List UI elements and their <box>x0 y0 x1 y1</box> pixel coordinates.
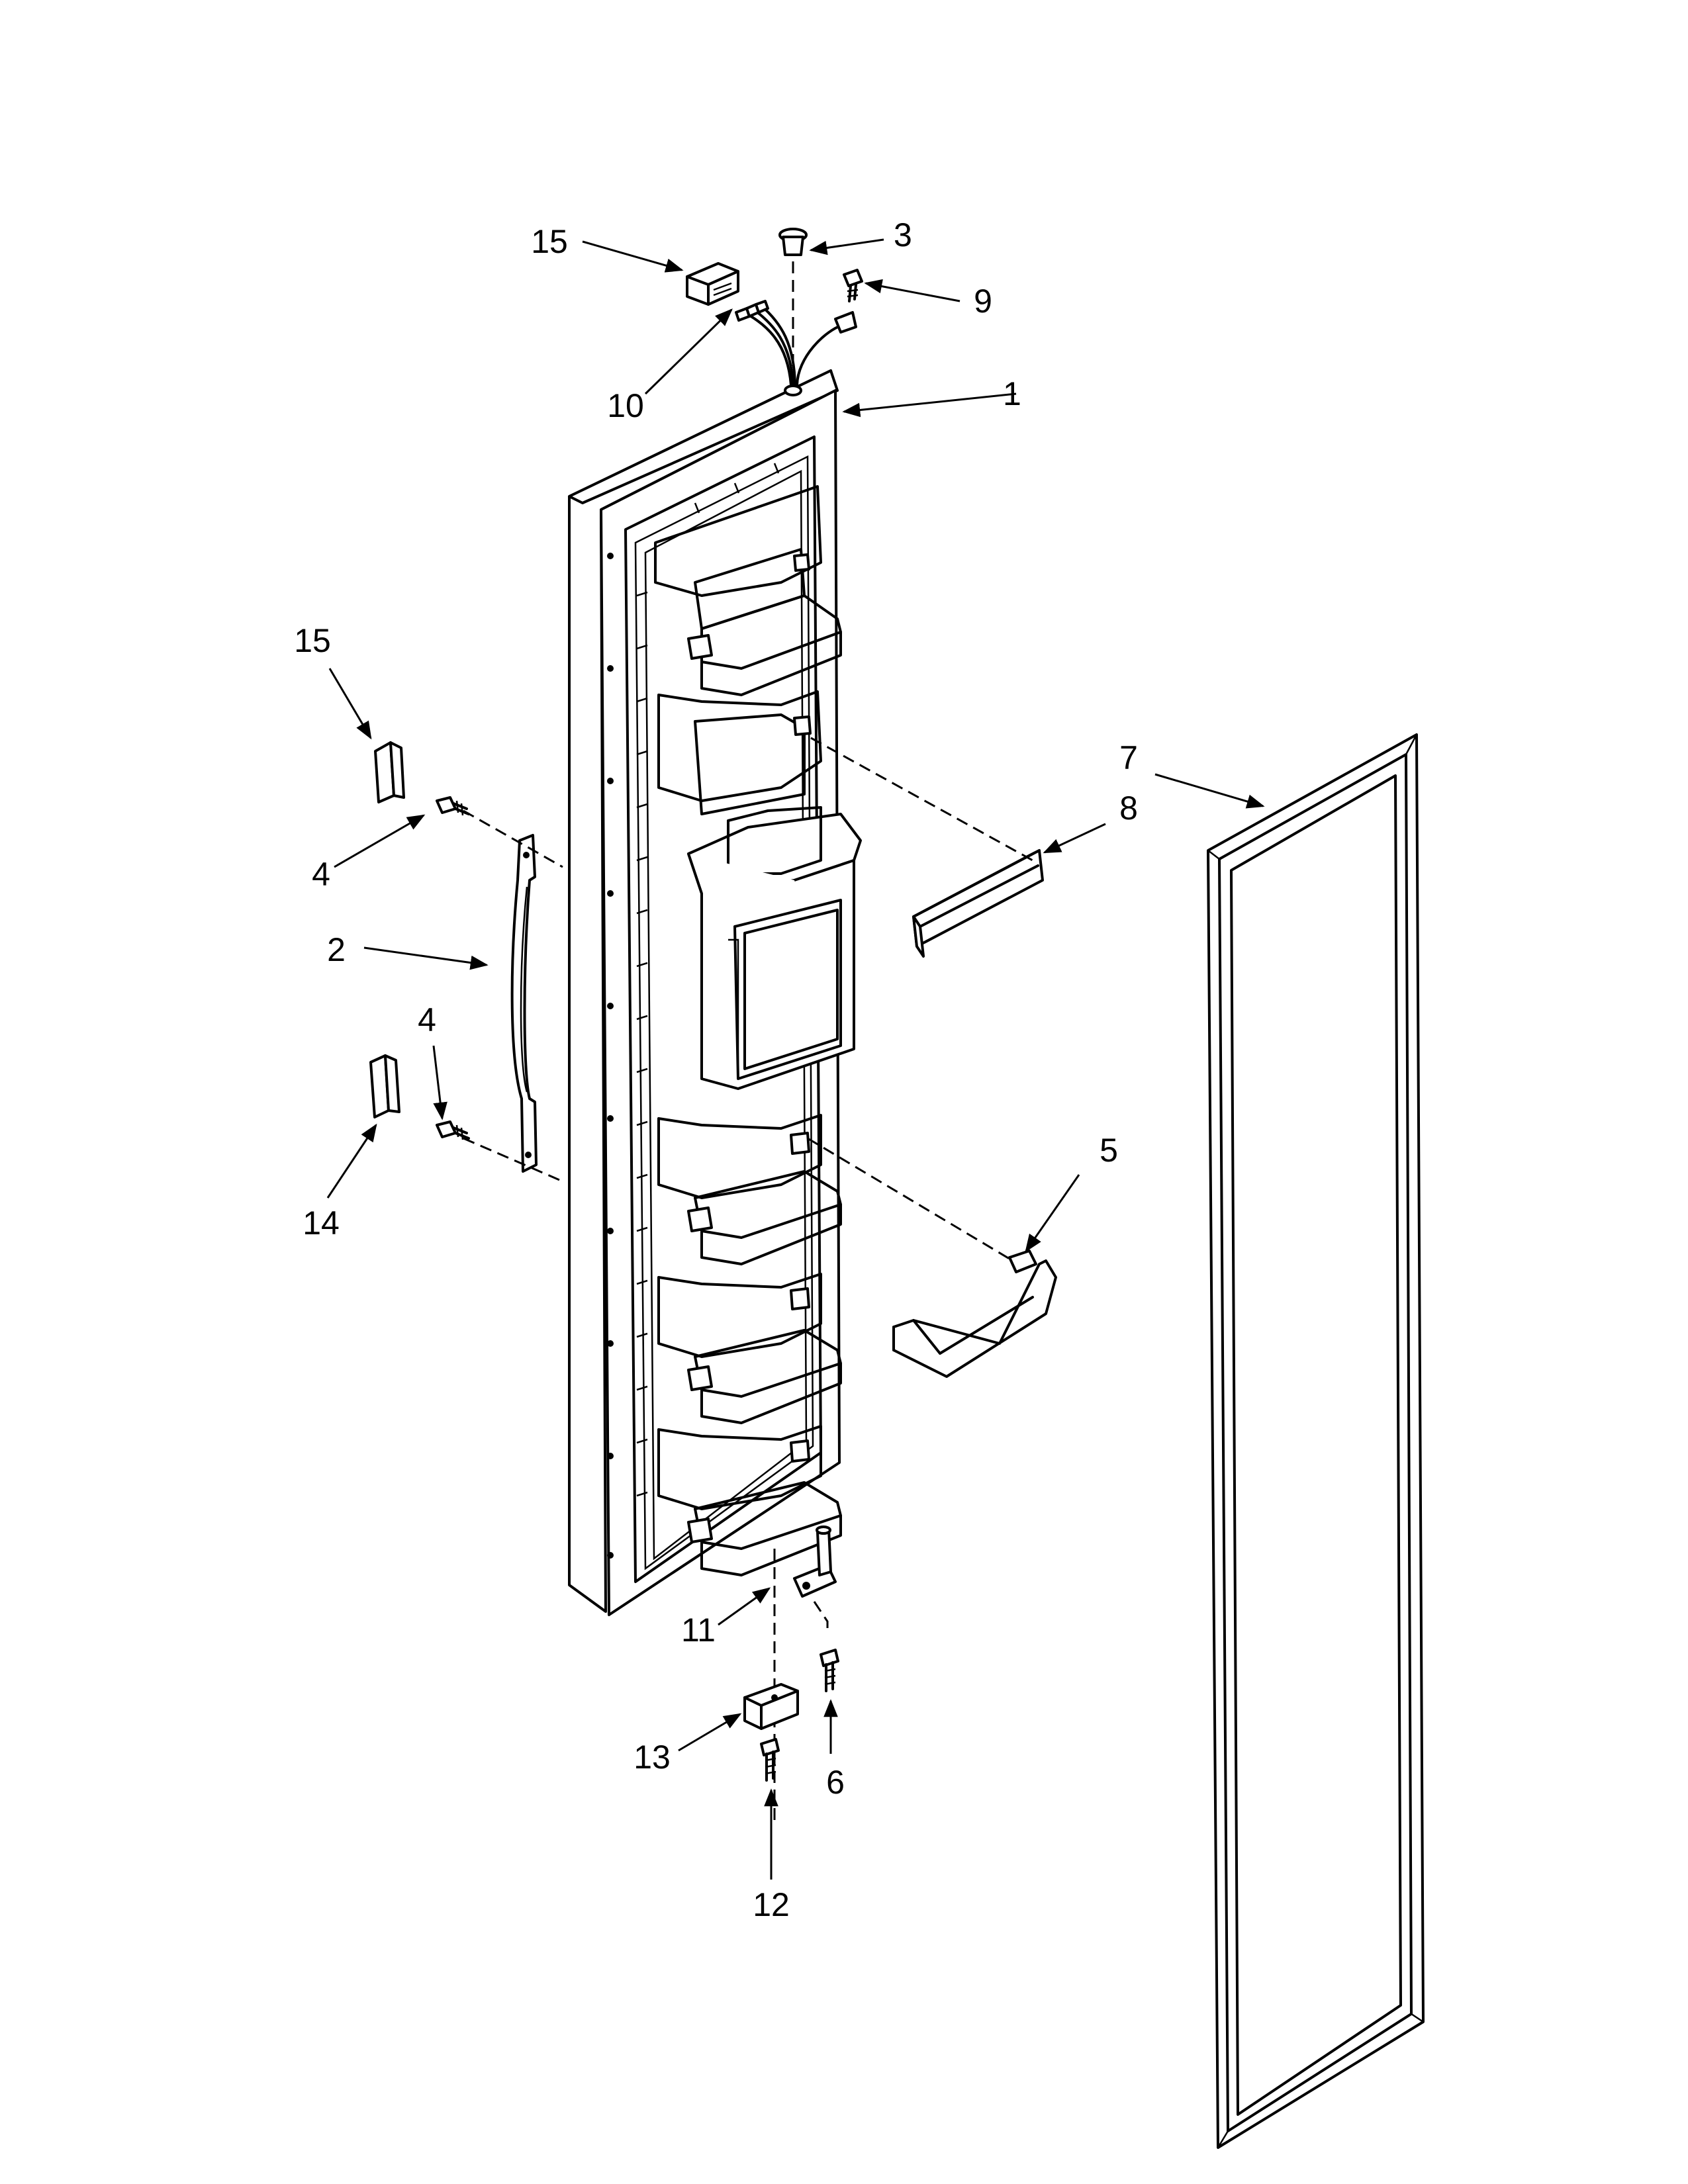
part-bin-5 <box>807 1137 1057 1378</box>
callout-13: 13 <box>633 1739 671 1776</box>
part-door <box>568 369 862 1616</box>
door-upper-bin-2 <box>657 690 822 815</box>
callout-6: 6 <box>826 1764 845 1801</box>
callout-4-lower: 4 <box>418 1001 436 1038</box>
part-hinge-11 <box>773 1525 837 1820</box>
part-gasket-7 <box>1207 733 1425 2149</box>
callout-11: 11 <box>681 1612 716 1649</box>
part-end-cap-14 <box>369 1054 400 1118</box>
callout-9: 9 <box>974 283 992 320</box>
callout-15-side: 15 <box>294 622 331 659</box>
door-flange-screws <box>607 553 614 1559</box>
part-screw-4-lower <box>436 1120 470 1140</box>
callout-5: 5 <box>1100 1132 1118 1169</box>
part-handle <box>463 809 563 1183</box>
callout-1: 1 <box>1003 375 1021 412</box>
part-screw-6 <box>820 1649 839 1692</box>
part-track-8 <box>810 737 1044 958</box>
callout-labels: 1 2 3 4 4 5 6 7 8 9 10 11 12 13 14 15 15 <box>294 216 1138 1923</box>
part-screw-9 <box>843 269 863 302</box>
door-dispenser-housing <box>687 806 862 1090</box>
callout-14: 14 <box>303 1205 340 1242</box>
callout-15-top: 15 <box>531 223 568 260</box>
callout-3: 3 <box>894 216 912 253</box>
part-connector-15 <box>686 262 739 306</box>
door-lower-bin-1 <box>657 1114 842 1265</box>
part-plug-3 <box>778 228 808 371</box>
part-hinge-13 <box>743 1683 799 1730</box>
part-screw-4-upper <box>436 796 470 816</box>
part-end-cap-15 <box>374 741 405 803</box>
callout-10: 10 <box>607 387 644 424</box>
callout-4-upper: 4 <box>312 856 330 893</box>
door-lower-bin-3 <box>657 1425 842 1576</box>
door-upper-bin-1 <box>654 485 842 696</box>
callout-7: 7 <box>1119 739 1138 776</box>
part-wire-harness <box>735 300 857 387</box>
callout-8: 8 <box>1119 790 1138 827</box>
callout-2: 2 <box>327 931 346 968</box>
callout-12: 12 <box>753 1886 790 1923</box>
door-lower-bin-2 <box>657 1273 842 1424</box>
leader-lines <box>326 238 1265 1880</box>
part-screw-12 <box>760 1738 780 1782</box>
gasket-channel-ticks <box>636 463 780 1497</box>
